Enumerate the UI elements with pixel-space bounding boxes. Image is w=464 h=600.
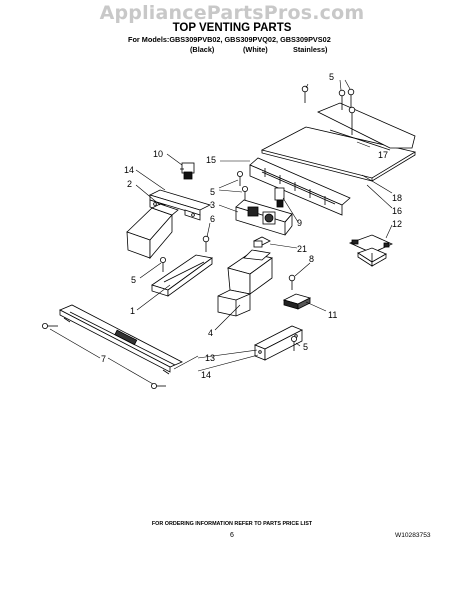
callout-17: 17 [378, 150, 388, 160]
callout-4: 4 [208, 328, 213, 338]
callout-7: 7 [101, 354, 106, 364]
callout-5-middle: 5 [210, 187, 215, 197]
page-number: 6 [230, 532, 234, 539]
screws-7 [42, 322, 166, 389]
callout-6: 6 [210, 214, 215, 224]
callout-14-lower: 14 [201, 370, 211, 380]
callout-13: 13 [205, 353, 215, 363]
callout-12: 12 [392, 219, 402, 229]
callout-8: 8 [309, 254, 314, 264]
part-4-lower-duct [217, 249, 273, 317]
callout-labels: 5 17 10 15 14 2 5 18 16 3 9 12 6 21 8 5 … [101, 72, 402, 380]
models-line: For Models:GBS309PVB02, GBS309PVQ02, GBS… [128, 35, 331, 44]
callout-11: 11 [328, 310, 337, 320]
leader-lines [49, 79, 393, 385]
callout-9: 9 [297, 218, 302, 228]
screws-middle-5 [236, 170, 248, 200]
callout-18: 18 [392, 193, 402, 203]
part-2-vent-duct [126, 203, 179, 260]
callout-5-top: 5 [329, 72, 334, 82]
callout-3: 3 [210, 200, 215, 210]
part-10-thermostat [180, 162, 195, 180]
part-3-vent-fan-assembly [235, 199, 293, 236]
callout-21: 21 [297, 244, 307, 254]
part-16-top-vent-cover [260, 102, 417, 182]
callout-5-lower: 5 [303, 342, 308, 352]
variant-stainless: Stainless) [293, 45, 328, 54]
part-7-side-rail [59, 304, 183, 375]
callout-5-left: 5 [131, 275, 136, 285]
part-12-bracket [348, 234, 393, 267]
callout-14-upper: 14 [124, 165, 134, 175]
callout-2: 2 [127, 179, 132, 189]
page-title: TOP VENTING PARTS [172, 22, 292, 34]
part-6-screw [202, 235, 210, 252]
variant-white: (White) [243, 45, 268, 54]
callout-15: 15 [206, 155, 216, 165]
part-21-spacer [253, 236, 271, 248]
part-9-thermal-fuse [274, 187, 285, 208]
part-1-deflector [151, 254, 213, 297]
ordering-note: FOR ORDERING INFORMATION REFER TO PARTS … [151, 521, 313, 527]
document-number: W10283753 [395, 532, 431, 539]
watermark: AppliancePartsPros.com [99, 2, 365, 24]
screw-5-lower [290, 335, 297, 351]
variant-black: (Black) [190, 45, 215, 54]
screw-5-left [159, 256, 166, 272]
callout-1: 1 [130, 306, 135, 316]
part-8-screw [288, 274, 296, 290]
part-14-lower-bracket [254, 325, 303, 361]
part-15-vent-bracket [249, 157, 351, 216]
part-11-terminal-block [282, 293, 312, 310]
callout-16: 16 [392, 206, 402, 216]
callout-10: 10 [153, 149, 163, 159]
